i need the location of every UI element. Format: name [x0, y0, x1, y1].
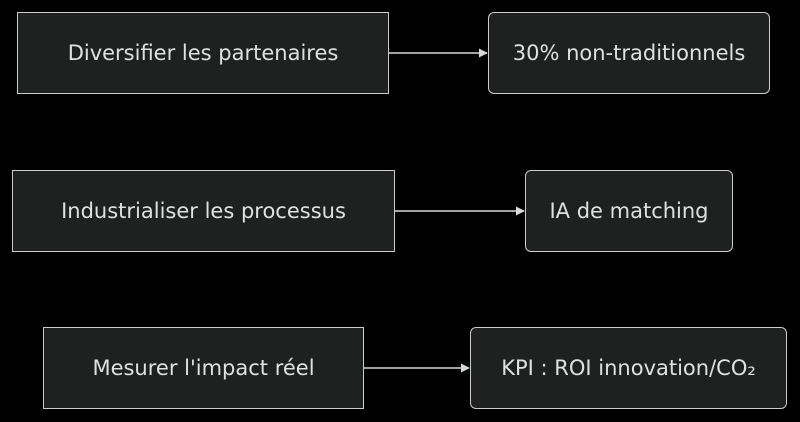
goal-node-diversify-partners: Diversifier les partenaires	[17, 12, 389, 94]
outcome-label: 30% non-traditionnels	[512, 41, 746, 65]
outcome-node-non-traditional: 30% non-traditionnels	[488, 12, 770, 94]
outcome-label: KPI : ROI innovation/CO₂	[501, 356, 756, 380]
outcome-label: IA de matching	[549, 199, 709, 223]
outcome-node-ai-matching: IA de matching	[525, 170, 733, 252]
goal-node-industrialize-processes: Industrialiser les processus	[12, 170, 395, 252]
goal-label: Industrialiser les processus	[61, 199, 346, 223]
goal-label: Mesurer l'impact réel	[92, 356, 315, 380]
goal-node-measure-impact: Mesurer l'impact réel	[43, 327, 364, 409]
goal-label: Diversifier les partenaires	[67, 41, 339, 65]
outcome-node-kpi: KPI : ROI innovation/CO₂	[470, 327, 787, 409]
